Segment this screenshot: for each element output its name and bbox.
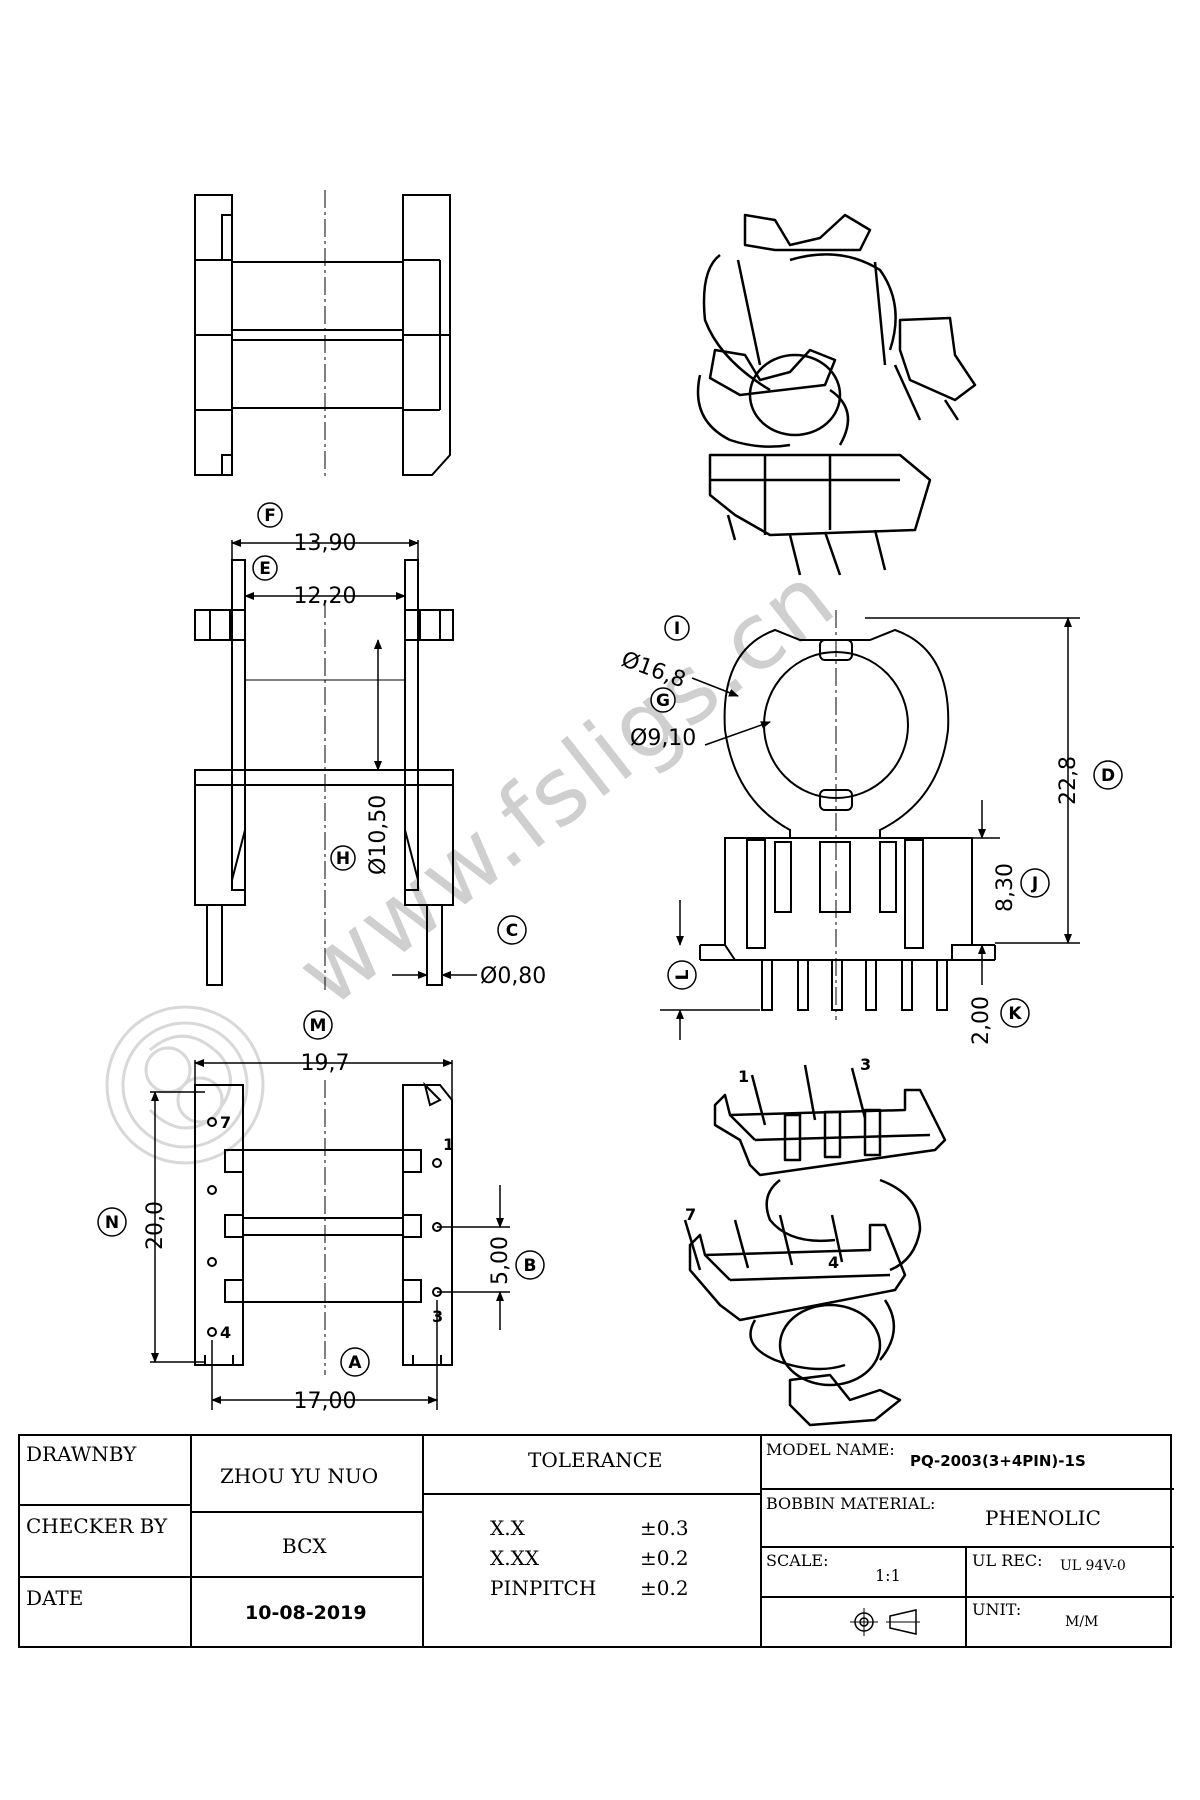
dim-N-label: N [105, 1213, 119, 1233]
title-block: DRAWNBY CHECKER BY DATE ZHOU YU NUO BCX … [18, 1434, 1174, 1648]
unit-label: UNIT: [972, 1600, 1022, 1619]
tolerance-value: ±0.2 [640, 1576, 689, 1600]
pin-number: 4 [828, 1253, 839, 1272]
dim-H: H Ø10,50 [330, 795, 391, 875]
dim-N-value: 20,0 [143, 1201, 168, 1250]
watermark-logo [105, 1005, 265, 1165]
dim-C: C Ø0,80 [480, 915, 546, 989]
ul-rec-label: UL REC: [972, 1551, 1043, 1570]
date-label: DATE [26, 1586, 84, 1610]
dim-J-label: J [1031, 874, 1038, 894]
tolerance-value: ±0.2 [640, 1546, 689, 1570]
dim-F-value: 13,90 [294, 531, 357, 556]
dim-M-label: M [310, 1016, 327, 1036]
model-name-value: PQ-2003(3+4PIN)-1S [910, 1452, 1086, 1470]
dim-E: E 12,20 [252, 555, 357, 609]
dim-H-label: H [336, 849, 350, 869]
tolerance-title: TOLERANCE [528, 1448, 663, 1472]
front-view [699, 610, 996, 1020]
checker-label: CHECKER BY [26, 1514, 168, 1538]
scale-value: 1:1 [875, 1566, 901, 1585]
ul-rec-value: UL 94V-0 [1060, 1558, 1126, 1574]
pin-number: 3 [860, 1055, 871, 1074]
dim-I-label: I [674, 619, 680, 639]
isometric-view-bottom [683, 1064, 947, 1427]
pin-number: 1 [738, 1067, 749, 1086]
bobbin-material-label: BOBBIN MATERIAL: [766, 1494, 936, 1513]
dim-D-value: 22,8 [1056, 756, 1081, 805]
tolerance-name: X.XX [490, 1546, 540, 1570]
pin-number: 7 [220, 1113, 231, 1132]
tolerance-name: X.X [490, 1516, 525, 1540]
unit-value: M/M [1065, 1614, 1099, 1630]
top-view [194, 190, 451, 480]
dim-L: L [667, 960, 697, 990]
pin-number: 3 [432, 1307, 443, 1326]
dim-F: F 13,90 [257, 502, 357, 556]
dim-K: K 2,00 [969, 996, 1030, 1045]
dim-A-value: 17,00 [294, 1389, 357, 1414]
dim-C-value: Ø0,80 [480, 964, 546, 989]
dimension-lines-bottom [150, 1059, 510, 1410]
dim-K-value: 2,00 [969, 996, 994, 1045]
dim-D: D 22,8 [1056, 756, 1123, 805]
dim-J: J 8,30 [993, 863, 1050, 912]
dimension-lines-front [660, 617, 1080, 1040]
dim-E-label: E [259, 559, 271, 579]
scale-label: SCALE: [766, 1551, 829, 1570]
drawnby-value: ZHOU YU NUO [220, 1464, 379, 1488]
tolerance-value: ±0.3 [640, 1516, 689, 1540]
dim-C-label: C [506, 921, 518, 941]
model-name-label: MODEL NAME: [766, 1440, 895, 1459]
pin-number: 7 [685, 1205, 696, 1224]
dimension-labels: F 13,90 E 12,20 H Ø10,50 C Ø0,80 I Ø16,8… [97, 502, 1123, 1414]
pin-number: 4 [220, 1323, 231, 1342]
dim-D-label: D [1101, 766, 1115, 786]
pin-numbers: 7 1 4 3 1 3 7 4 [220, 1055, 871, 1342]
isometric-view-top [696, 213, 977, 576]
dim-A-label: A [348, 1353, 362, 1373]
dim-K-label: K [1008, 1004, 1022, 1024]
date-value: 10-08-2019 [245, 1602, 367, 1624]
side-view [194, 559, 454, 990]
bottom-view [194, 1080, 453, 1375]
projection-symbol-icon [850, 1608, 920, 1636]
dim-B-value: 5,00 [488, 1236, 513, 1285]
dim-F-label: F [264, 506, 276, 526]
dim-H-value: Ø10,50 [366, 795, 391, 875]
drawnby-label: DRAWNBY [26, 1442, 137, 1466]
dim-N: N 20,0 [97, 1201, 168, 1250]
dim-B: B 5,00 [488, 1236, 545, 1285]
dim-G-label: G [656, 691, 670, 711]
dim-G-value: Ø9,10 [630, 726, 696, 751]
dim-E-value: 12,20 [294, 584, 357, 609]
pin-number: 1 [443, 1135, 454, 1154]
dim-L-label: L [673, 969, 693, 980]
dim-B-label: B [524, 1256, 537, 1276]
checker-value: BCX [282, 1534, 327, 1558]
dim-J-value: 8,30 [993, 863, 1018, 912]
dim-M-value: 19,7 [301, 1051, 350, 1076]
dim-G: G Ø9,10 [630, 687, 696, 751]
bobbin-material-value: PHENOLIC [985, 1506, 1101, 1530]
dim-A: A 17,00 [294, 1347, 370, 1414]
dimension-lines-side [231, 539, 477, 979]
dim-M: M 19,7 [301, 1010, 350, 1076]
tolerance-name: PINPITCH [490, 1576, 597, 1600]
